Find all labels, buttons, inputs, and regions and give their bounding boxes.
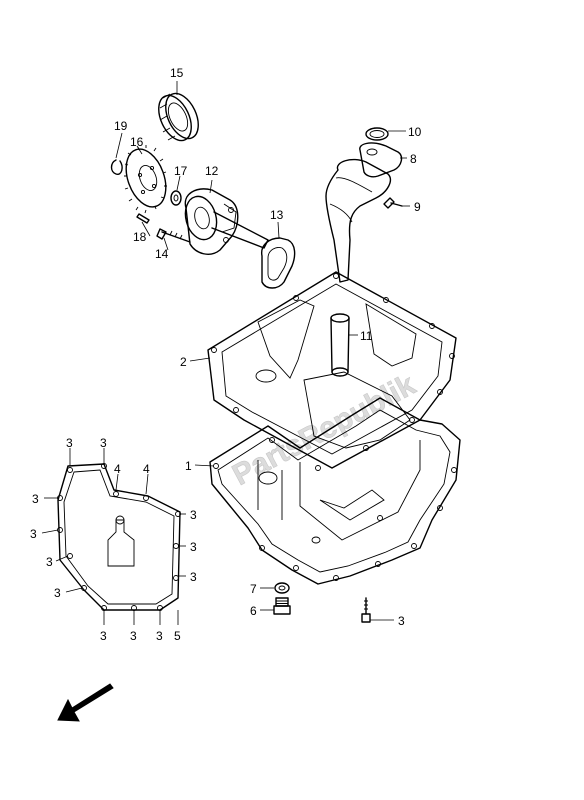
gear-ring-part-15 [158, 92, 199, 142]
callout-3-cover-g: 3 [190, 508, 197, 522]
drain-plug-part-6 [273, 597, 291, 615]
callout-3-cover-l: 3 [156, 629, 163, 643]
bolt-part-14 [156, 228, 191, 243]
leader-lines [41, 81, 410, 625]
callout-1: 1 [185, 459, 192, 473]
watermark: PartsRepublik [227, 368, 421, 492]
oil-pan-part-1 [209, 371, 461, 585]
circlip-part-19 [110, 159, 123, 175]
oil-pump-part-12 [184, 188, 269, 255]
callout-17: 17 [174, 164, 188, 178]
oil-pipe-part-11 [330, 313, 350, 377]
callout-9: 9 [414, 200, 421, 214]
callout-12: 12 [205, 164, 219, 178]
washer-part-17 [170, 190, 182, 206]
callout-5: 5 [174, 629, 181, 643]
sprocket-part-16 [124, 145, 167, 214]
pin-part-18 [136, 213, 150, 224]
callout-8: 8 [410, 152, 417, 166]
callout-14: 14 [155, 247, 169, 261]
callout-2: 2 [180, 355, 187, 369]
gasket-part-13 [261, 237, 296, 289]
callout-3-cover-f: 3 [54, 586, 61, 600]
callout-19: 19 [114, 119, 128, 133]
callout-numbers: 15 19 16 17 12 10 8 9 13 18 14 11 2 1 7 … [30, 66, 422, 643]
bolt-part-9 [383, 197, 403, 209]
callout-11: 11 [360, 329, 373, 343]
callout-7: 7 [250, 582, 257, 596]
callout-3-cover-a: 3 [66, 436, 73, 450]
callout-3-cover-j: 3 [100, 629, 107, 643]
callout-3-cover-c: 3 [32, 492, 39, 506]
callout-3-cover-e: 3 [46, 555, 53, 569]
callout-10: 10 [408, 125, 422, 139]
callout-4-a: 4 [114, 462, 121, 476]
callout-13: 13 [270, 208, 284, 222]
callout-3-cover-b: 3 [100, 436, 107, 450]
callout-3-cover-d: 3 [30, 527, 37, 541]
o-ring-part-10 [365, 127, 389, 141]
callout-3-cover-h: 3 [190, 540, 197, 554]
callout-4-b: 4 [143, 462, 150, 476]
callout-6: 6 [250, 604, 257, 618]
callout-15: 15 [170, 66, 184, 80]
callout-3-pan-bolt: 3 [398, 614, 405, 628]
drain-washer-part-7 [274, 582, 290, 594]
callout-18: 18 [133, 230, 147, 244]
callout-3-cover-i: 3 [190, 570, 197, 584]
callout-3-cover-k: 3 [130, 629, 137, 643]
front-direction-arrow [57, 683, 114, 722]
callout-16: 16 [130, 135, 144, 149]
bolt-part-3 [361, 597, 371, 623]
cover-gasket-part [57, 463, 181, 611]
oil-strainer-part-8 [325, 142, 403, 283]
